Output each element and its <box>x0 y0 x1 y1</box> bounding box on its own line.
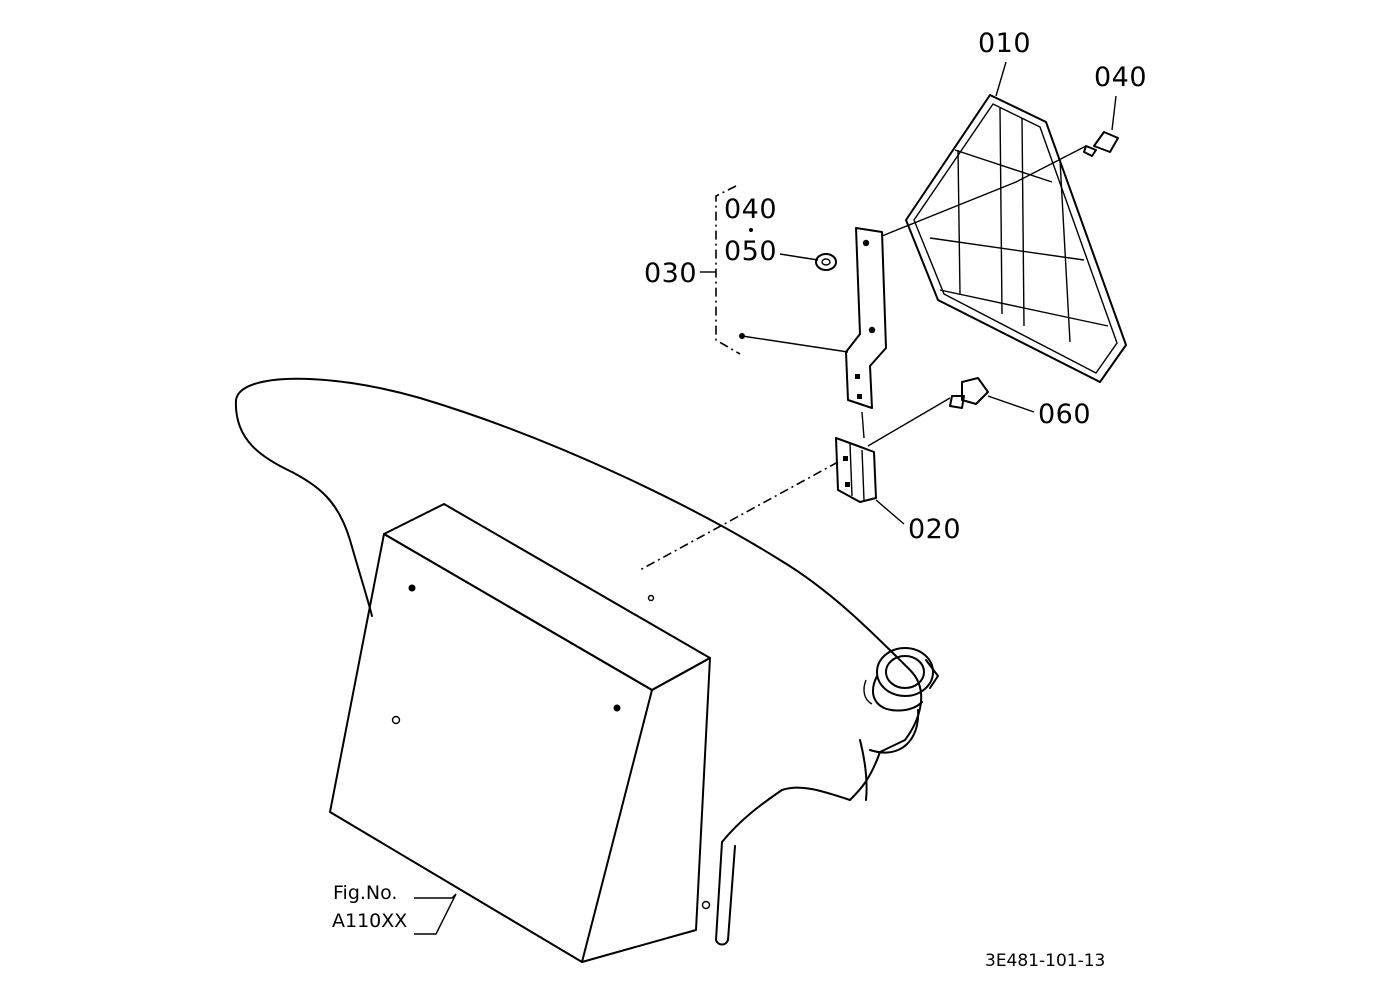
callout-040-top: 040 <box>1094 62 1148 93</box>
bolt-060 <box>949 377 989 409</box>
group-bracket-030 <box>700 185 753 355</box>
callout-010: 010 <box>978 28 1032 59</box>
callout-040-left: 040 <box>724 194 778 225</box>
callout-030: 030 <box>644 258 698 289</box>
bolt-040 <box>1083 131 1119 157</box>
bracket <box>845 227 887 409</box>
stay <box>835 437 877 503</box>
callout-020: 020 <box>908 514 962 545</box>
leader-lines <box>414 61 1117 935</box>
callout-060: 060 <box>1038 399 1092 430</box>
figure-label: Fig.No. <box>333 882 398 904</box>
fuel-tank <box>234 377 939 946</box>
drawing-code: 3E481-101-13 <box>985 951 1106 971</box>
callout-050: 050 <box>724 236 778 267</box>
nut-050 <box>815 253 837 271</box>
front-box <box>329 503 711 963</box>
grille-screen <box>905 94 1127 383</box>
figure-number: A110XX <box>332 910 408 932</box>
